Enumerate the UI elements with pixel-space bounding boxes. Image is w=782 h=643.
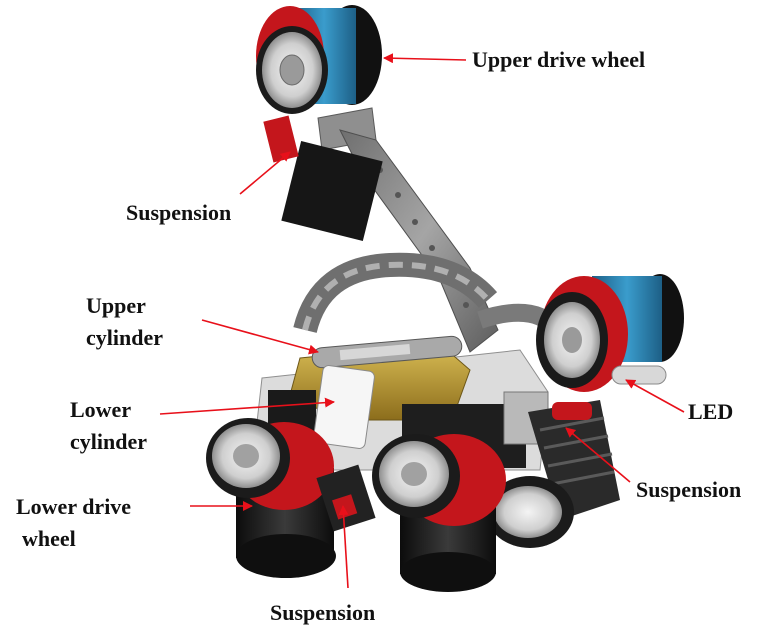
suspension-right <box>528 400 620 520</box>
arrow-suspension-top <box>239 151 291 195</box>
label-upper-drive-wheel: Upper drive wheel <box>472 47 646 72</box>
arrow-upper-drive-wheel <box>383 53 467 64</box>
upper-drive-wheel <box>256 5 382 114</box>
label-lower-cylinder-line1: Lower <box>70 397 132 422</box>
label-upper-cylinder-line1: Upper <box>86 293 146 318</box>
frame <box>293 252 568 341</box>
label-lower-drive-wheel-line1: Lower drive <box>16 494 132 519</box>
label-suspension-right: Suspension <box>636 477 742 502</box>
arm <box>263 107 499 353</box>
right-drive-wheel <box>536 274 684 392</box>
label-lower-drive-wheel-line2: wheel <box>22 526 76 551</box>
arrow-lower-cylinder <box>159 397 335 415</box>
callout-arrows <box>159 53 685 589</box>
arrow-suspension-right <box>565 427 631 483</box>
lower-drive-wheel <box>206 418 336 578</box>
lower-cylinder <box>313 365 375 449</box>
label-lower-cylinder-line2: cylinder <box>70 429 147 454</box>
lower-right-wheel <box>486 476 574 548</box>
arrow-upper-cylinder <box>201 319 319 355</box>
label-suspension-bottom: Suspension <box>270 600 376 625</box>
arrow-led <box>625 379 685 413</box>
lower-drive-wheel-center <box>372 434 506 592</box>
arrow-suspension-bottom <box>338 505 349 589</box>
label-led: LED <box>688 399 734 424</box>
label-suspension-top: Suspension <box>126 200 232 225</box>
upper-cylinder <box>311 335 463 369</box>
label-upper-cylinder-line2: cylinder <box>86 325 163 350</box>
